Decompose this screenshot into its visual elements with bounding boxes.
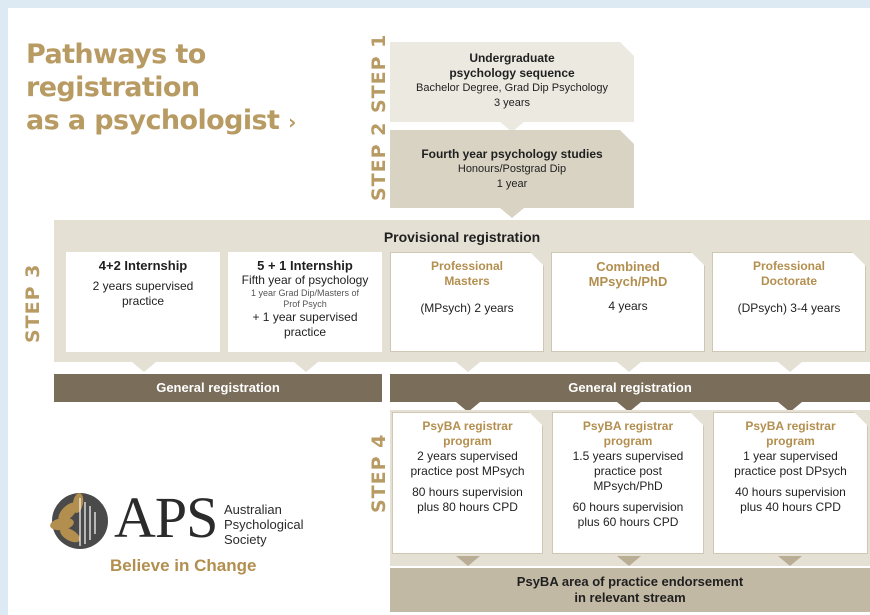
registrar-body-line-1: 2 years supervised: [417, 449, 518, 463]
endorsement-line-2: in relevant stream: [574, 590, 686, 605]
registrar-body-line-2: practice post MPsych: [410, 464, 525, 478]
combined-mpsych-phd-card: Combined MPsych/PhD 4 years: [551, 252, 705, 352]
internship-5-1-heading: 5 + 1 Internship: [257, 258, 353, 273]
title-line-2: as a psychologist: [26, 105, 280, 136]
registrar-supervision-line-1: 60 hours supervision: [572, 500, 684, 514]
endorsement-line-1: PsyBA area of practice endorsement: [516, 574, 744, 589]
step-1-label: STEP 1: [368, 33, 390, 113]
internship-5-1-small-line-1: 1 year Grad Dip/Masters of: [250, 288, 360, 298]
registrar-heading-line-1: PsyBA registrar: [422, 419, 513, 433]
aps-sub-line-3: Society: [224, 532, 267, 547]
arrow-down-icon: [132, 362, 156, 372]
arrow-down-icon: [778, 556, 802, 566]
registrar-card-doctorate: PsyBA registrar program 1 year supervise…: [713, 412, 868, 554]
endorsement-bar: PsyBA area of practice endorsement in re…: [390, 568, 870, 612]
internship-5-1-subheading: Fifth year of psychology: [241, 273, 369, 287]
arrow-down-icon: [778, 362, 802, 372]
step-2-detail: Honours/Postgrad Dip: [457, 163, 567, 175]
arrow-down-icon: [617, 402, 641, 412]
aps-leaf-icon: [50, 493, 108, 549]
program-heading-line-2: Masters: [444, 274, 490, 288]
registrar-card-combined: PsyBA registrar program 1.5 years superv…: [552, 412, 704, 554]
aps-wordmark: APS: [114, 485, 218, 550]
page-title: Pathways to registration as a psychologi…: [26, 38, 356, 139]
step-1-card: Undergraduate psychology sequence Bachel…: [390, 42, 634, 122]
arrow-down-icon: [456, 402, 480, 412]
step-4-label: STEP 4: [368, 433, 390, 513]
registrar-body-line-2: practice post: [593, 464, 663, 478]
program-heading-line-2: Doctorate: [760, 274, 817, 288]
registrar-supervision-line-2: plus 40 hours CPD: [740, 500, 841, 514]
program-heading-line-2: MPsych/PhD: [588, 274, 668, 289]
internship-5-1-small-line-2: Prof Psych: [283, 299, 327, 309]
internship-4-2-body-line-2: practice: [121, 294, 165, 308]
registrar-supervision-line-2: plus 60 hours CPD: [577, 515, 679, 529]
registrar-body-line-1: 1.5 years supervised: [572, 449, 684, 463]
internship-5-1-body-line-2: practice: [283, 325, 327, 339]
arrow-down-icon: [500, 122, 524, 132]
registrar-heading-line-2: program: [443, 434, 492, 448]
title-line-1: Pathways to registration: [26, 39, 206, 103]
step-3-label: STEP 3: [22, 263, 44, 343]
program-body: 4 years: [608, 299, 648, 313]
general-registration-bar-left: General registration: [54, 374, 382, 402]
arrow-down-icon: [456, 556, 480, 566]
registrar-supervision-line-1: 80 hours supervision: [412, 485, 523, 499]
professional-masters-card: Professional Masters (MPsych) 2 years: [390, 252, 544, 352]
step-2-label: STEP 2: [368, 121, 390, 201]
step-1-heading-line-1: Undergraduate: [469, 51, 555, 65]
program-body: (MPsych) 2 years: [420, 301, 514, 315]
internship-5-1-card: 5 + 1 Internship Fifth year of psycholog…: [228, 252, 382, 352]
registrar-body-line-2: practice post DPsych: [734, 464, 847, 478]
aps-tagline: Believe in Change: [110, 556, 257, 575]
arrow-down-icon: [500, 208, 524, 218]
diagram-canvas: Pathways to registration as a psychologi…: [8, 8, 870, 615]
registrar-heading-line-1: PsyBA registrar: [582, 419, 674, 433]
step-2-heading: Fourth year psychology studies: [421, 147, 603, 161]
general-registration-bar-right: General registration: [390, 374, 870, 402]
chevron-right-icon: ›: [288, 110, 296, 134]
registrar-card-masters: PsyBA registrar program 2 years supervis…: [392, 412, 543, 554]
step-2-card: Fourth year psychology studies Honours/P…: [390, 130, 634, 208]
internship-4-2-heading: 4+2 Internship: [98, 258, 188, 273]
registrar-supervision-line-2: plus 80 hours CPD: [417, 500, 518, 514]
internship-4-2-body-line-1: 2 years supervised: [92, 279, 194, 293]
program-heading-line-1: Professional: [430, 259, 504, 273]
registrar-heading-line-1: PsyBA registrar: [745, 419, 836, 433]
step-1-duration: 3 years: [493, 97, 531, 109]
arrow-down-icon: [456, 362, 480, 372]
registrar-heading-line-2: program: [603, 434, 653, 448]
step-2-duration: 1 year: [496, 178, 528, 190]
professional-doctorate-card: Professional Doctorate (DPsych) 3-4 year…: [712, 252, 866, 352]
arrow-down-icon: [617, 556, 641, 566]
program-body: (DPsych) 3-4 years: [737, 301, 841, 315]
registrar-body-line-3: MPsych/PhD: [593, 479, 663, 493]
aps-sub-line-2: Psychological: [224, 517, 304, 532]
program-heading-line-1: Combined: [596, 259, 660, 274]
arrow-down-icon: [778, 402, 802, 412]
arrow-down-icon: [294, 362, 318, 372]
registrar-heading-line-2: program: [766, 434, 815, 448]
arrow-down-icon: [617, 362, 641, 372]
registrar-body-line-1: 1 year supervised: [743, 449, 838, 463]
aps-society-name: Australian Psychological Society: [224, 502, 304, 547]
internship-5-1-body-line-1: + 1 year supervised: [252, 310, 358, 324]
registrar-supervision-line-1: 40 hours supervision: [735, 485, 846, 499]
aps-logo: APS Australian Psychological Society Bel…: [48, 488, 348, 588]
step-1-detail: Bachelor Degree, Grad Dip Psychology: [416, 82, 608, 94]
provisional-registration-title: Provisional registration: [383, 229, 541, 245]
internship-4-2-card: 4+2 Internship 2 years supervised practi…: [66, 252, 220, 352]
program-heading-line-1: Professional: [752, 259, 826, 273]
step-1-heading-line-2: psychology sequence: [449, 66, 575, 80]
aps-sub-line-1: Australian: [224, 502, 282, 517]
